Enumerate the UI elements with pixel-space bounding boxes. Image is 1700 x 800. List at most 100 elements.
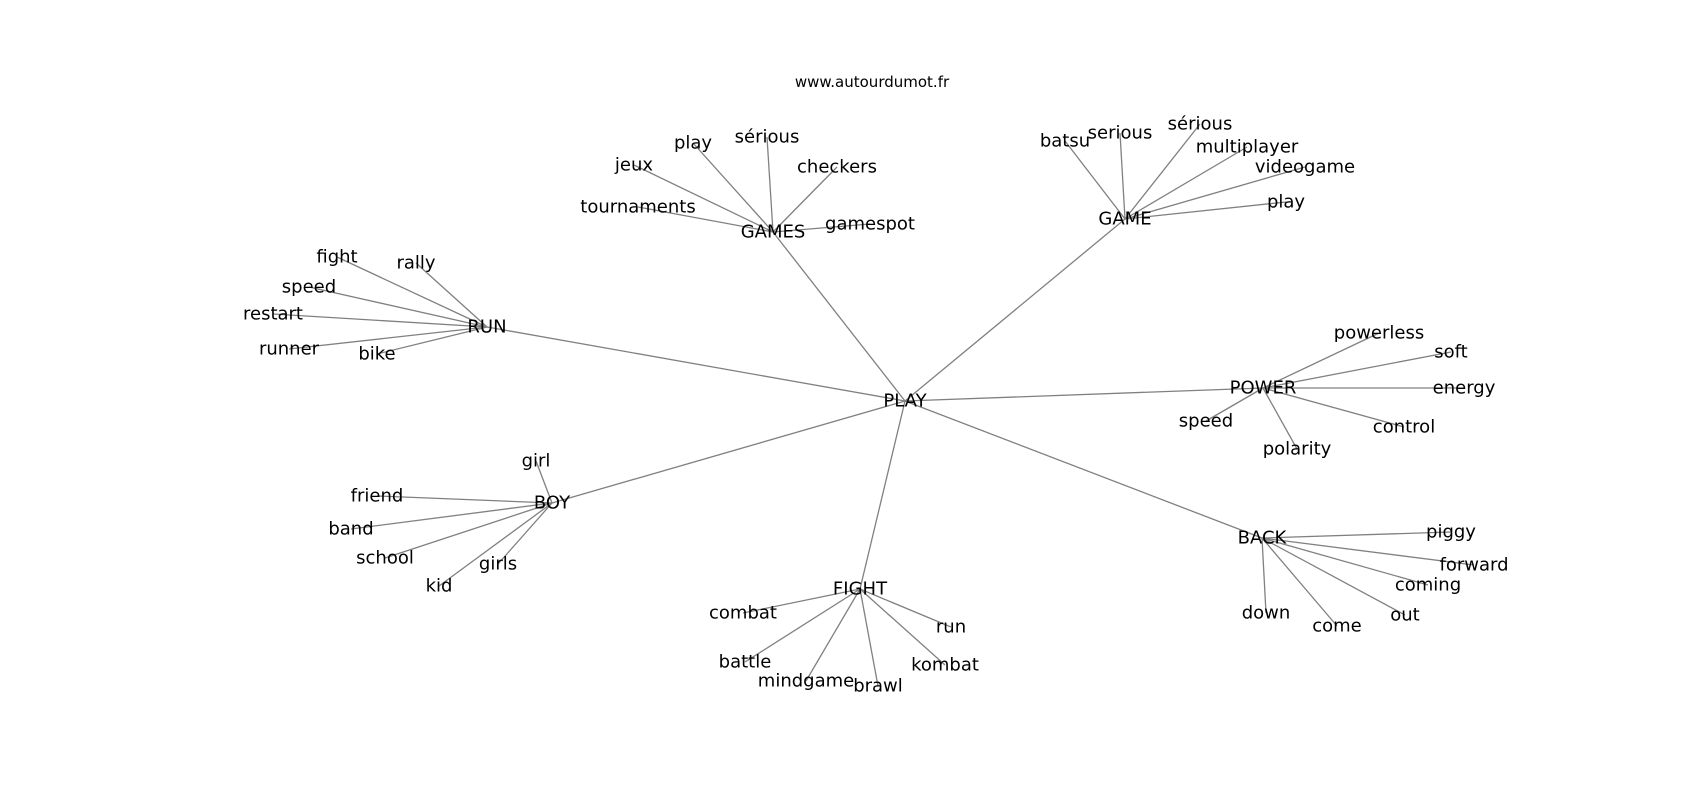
leaf-node-label: band — [328, 519, 373, 540]
edge-power-leaf — [1262, 387, 1405, 428]
leaf-node-label: restart — [243, 304, 303, 325]
edge-game-leaf — [1124, 146, 1248, 220]
leaf-node-label: energy — [1433, 378, 1496, 399]
leaf-node-label: combat — [709, 603, 777, 624]
edge-power-leaf — [1262, 332, 1380, 389]
leaf-node-label: fight — [316, 247, 357, 268]
edge-games-leaf — [766, 136, 774, 233]
leaf-node-label: play — [1267, 192, 1305, 213]
edge-center-game — [904, 218, 1126, 402]
leaf-node-label: speed — [282, 277, 336, 298]
edge-run-leaf — [376, 326, 488, 355]
leaf-node-label: play — [674, 133, 712, 154]
leaf-node-label: videogame — [1255, 157, 1355, 178]
edge-back-leaf — [1261, 531, 1452, 539]
leaf-node-label: sérious — [735, 127, 800, 148]
hub-node-label: GAMES — [741, 222, 806, 243]
hub-node-label: FIGHT — [833, 579, 888, 600]
edge-center-back — [904, 400, 1263, 539]
edge-back-leaf — [1261, 537, 1429, 586]
edge-fight-leaf — [744, 588, 861, 663]
edge-boy-leaf — [376, 495, 553, 504]
leaf-node-label: checkers — [797, 157, 877, 178]
leaf-node-label: girls — [479, 554, 517, 575]
leaf-node-label: down — [1242, 603, 1291, 624]
edge-boy-leaf — [350, 502, 553, 530]
edge-run-leaf — [272, 313, 488, 328]
edge-fight-leaf — [859, 588, 879, 687]
leaf-node-label: run — [936, 617, 966, 638]
leaf-node-label: friend — [351, 486, 404, 507]
edge-back-leaf — [1261, 537, 1338, 627]
edge-games-leaf — [772, 223, 871, 233]
center-node-label: PLAY — [883, 391, 927, 412]
edge-games-leaf — [633, 164, 774, 233]
graph-edges — [272, 123, 1475, 687]
edge-game-leaf — [1124, 166, 1306, 220]
edge-run-leaf — [308, 286, 488, 328]
edge-run-leaf — [415, 262, 488, 328]
edge-run-leaf — [288, 326, 488, 350]
graph-labels: PLAY GAMES jeux play sérious checkers tourname… — [243, 114, 1509, 697]
leaf-node-label: control — [1373, 417, 1435, 438]
leaf-node-label: girl — [522, 451, 551, 472]
edge-center-boy — [551, 400, 906, 504]
edge-game-leaf — [1124, 201, 1287, 220]
edge-games-leaf — [692, 142, 774, 233]
hub-node-label: BACK — [1238, 528, 1288, 549]
hub-node-label: RUN — [467, 317, 506, 338]
leaf-node-label: sérious — [1168, 114, 1233, 135]
edge-fight-leaf — [805, 588, 861, 682]
leaf-node-label: serious — [1088, 123, 1153, 144]
edge-boy-leaf — [497, 502, 553, 565]
edge-power-leaf — [1262, 351, 1452, 389]
leaf-node-label: come — [1312, 616, 1362, 637]
edge-fight-leaf — [859, 588, 946, 666]
leaf-node-label: polarity — [1263, 439, 1332, 460]
leaf-node-label: tournaments — [580, 197, 695, 218]
hub-node-label: GAME — [1098, 209, 1151, 230]
hub-node-label: BOY — [534, 493, 571, 514]
hub-node-label: POWER — [1230, 378, 1297, 399]
leaf-node-label: kombat — [911, 655, 979, 676]
leaf-node-label: batsu — [1040, 131, 1090, 152]
leaf-node-label: speed — [1179, 411, 1233, 432]
leaf-node-label: mindgame — [758, 671, 854, 692]
edge-games-leaf — [637, 206, 774, 233]
edge-fight-leaf — [742, 588, 861, 614]
edge-back-leaf — [1261, 537, 1267, 614]
leaf-node-label: jeux — [614, 155, 653, 176]
leaf-node-label: rally — [396, 253, 435, 274]
leaf-node-label: gamespot — [825, 214, 915, 235]
edge-game-leaf — [1064, 140, 1126, 220]
edge-boy-leaf — [535, 460, 553, 504]
leaf-node-label: piggy — [1426, 522, 1476, 543]
edge-center-games — [772, 231, 906, 402]
edge-center-run — [486, 326, 906, 402]
edge-game-leaf — [1124, 123, 1201, 220]
leaf-node-label: bike — [358, 344, 395, 365]
edge-run-leaf — [336, 256, 488, 328]
edge-power-leaf — [1262, 387, 1298, 450]
leaf-node-label: multiplayer — [1196, 137, 1299, 158]
leaf-node-label: forward — [1439, 555, 1508, 576]
edge-power-leaf — [1205, 387, 1264, 422]
leaf-node-label: soft — [1434, 342, 1467, 363]
leaf-node-label: runner — [259, 339, 320, 360]
leaf-node-label: powerless — [1334, 323, 1424, 344]
source-url: www.autourdumot.fr — [795, 73, 950, 91]
leaf-node-label: out — [1390, 605, 1419, 626]
edge-back-leaf — [1261, 537, 1406, 616]
leaf-node-label: kid — [426, 576, 453, 597]
edge-center-fight — [859, 400, 906, 590]
leaf-node-label: coming — [1395, 575, 1461, 596]
leaf-node-label: school — [356, 548, 414, 569]
edge-game-leaf — [1119, 132, 1126, 220]
edge-center-power — [904, 387, 1264, 402]
edge-boy-leaf — [384, 502, 553, 559]
edge-games-leaf — [772, 166, 838, 233]
edge-back-leaf — [1261, 537, 1475, 566]
edge-fight-leaf — [859, 588, 952, 628]
leaf-node-label: brawl — [853, 676, 903, 697]
